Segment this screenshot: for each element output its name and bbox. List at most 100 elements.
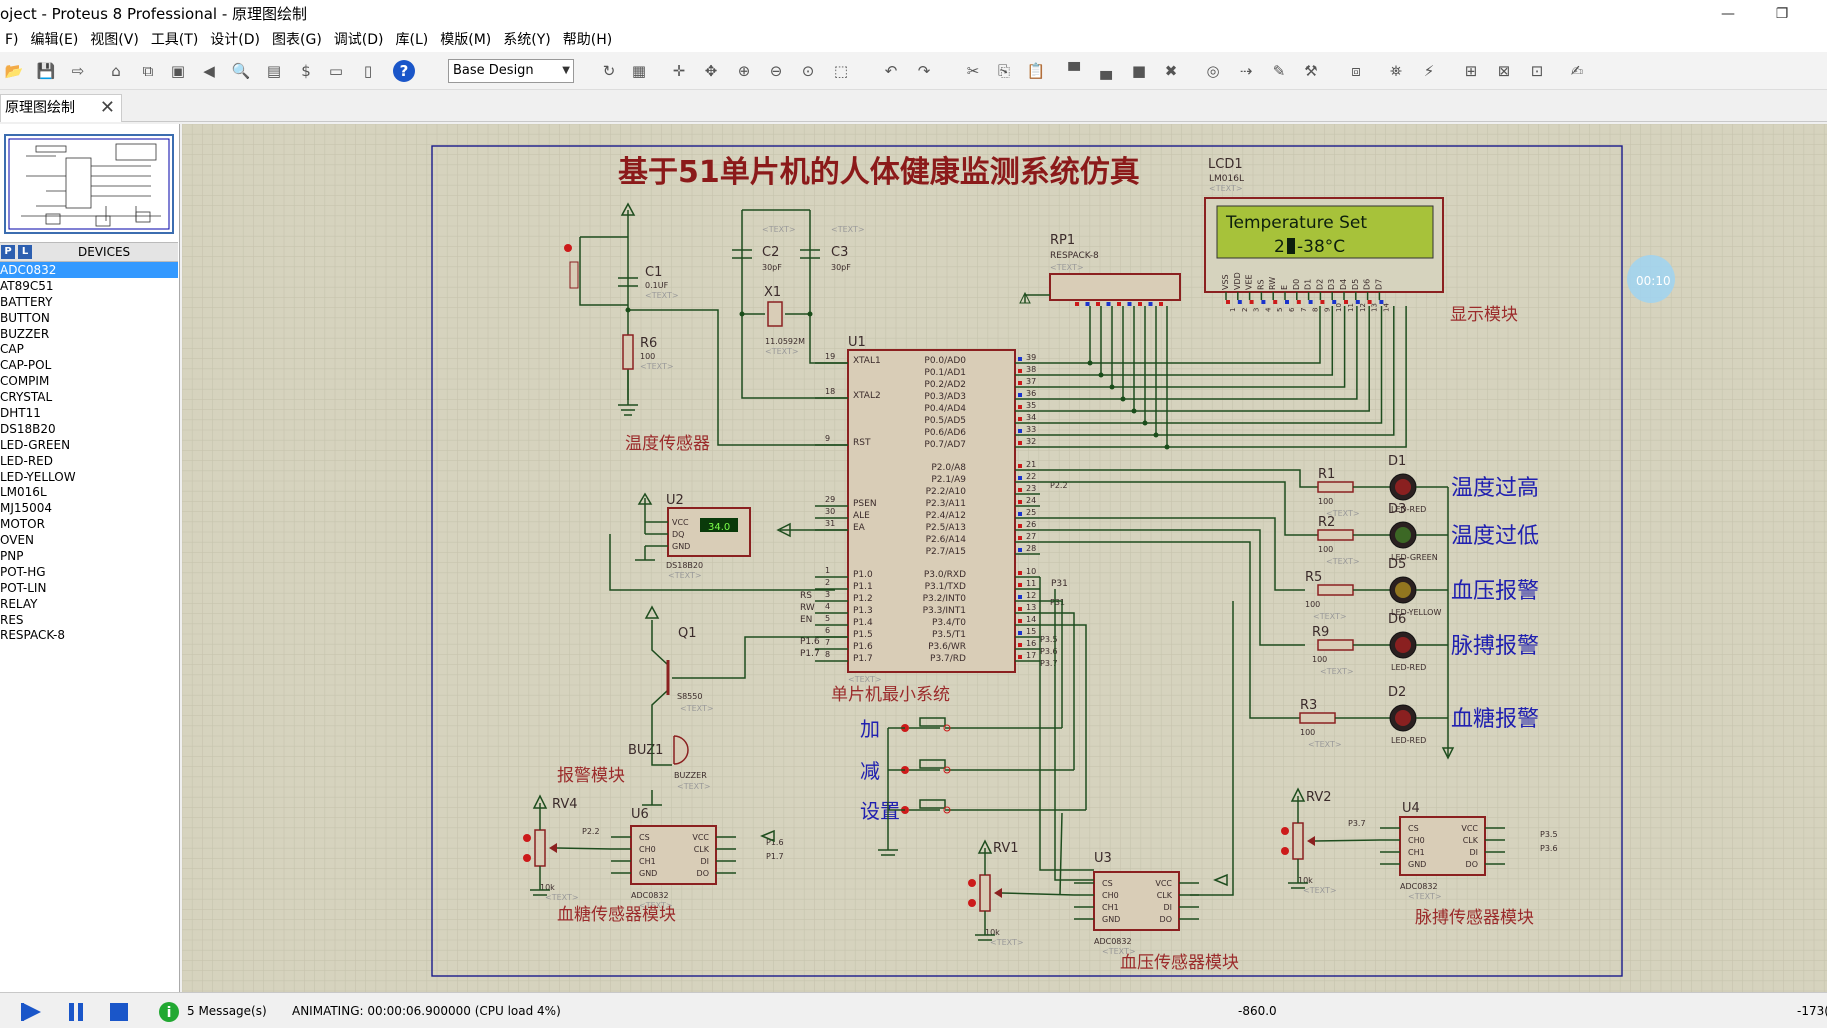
netlist-icon[interactable]: ⧉	[142, 62, 154, 80]
pick-devices-button[interactable]: P	[1, 245, 15, 259]
play-icon[interactable]	[20, 1002, 42, 1022]
pot-wiper[interactable]	[1307, 836, 1315, 846]
device-item[interactable]: RELAY	[0, 596, 38, 611]
refresh-icon[interactable]: ↻	[602, 62, 616, 80]
menu-item-9[interactable]: 系统(Y)	[503, 32, 551, 48]
binary-icon[interactable]: ▭	[328, 62, 344, 80]
help-icon[interactable]: ?	[393, 60, 415, 82]
zoom-out-icon[interactable]: ⊖	[769, 62, 783, 80]
block-rotate-icon[interactable]: ■	[1131, 62, 1147, 80]
menu-item-6[interactable]: 调试(D)	[333, 32, 384, 48]
stop-icon[interactable]	[108, 1002, 130, 1022]
info-icon[interactable]: i	[158, 1001, 180, 1023]
device-item[interactable]: BATTERY	[0, 294, 53, 309]
design-combo[interactable]: Base Design▼	[448, 59, 574, 83]
pot-wiper[interactable]	[549, 843, 557, 853]
mcu-pin-number: 8	[825, 650, 830, 659]
menu-item-4[interactable]: 设计(D)	[210, 32, 261, 48]
zoom-in-icon[interactable]: ⊕	[737, 62, 751, 80]
close-icon[interactable]: ✕	[99, 97, 115, 118]
exit-parent-icon[interactable]: ⊡	[1530, 62, 1544, 80]
import-icon[interactable]: ⇨	[71, 62, 85, 80]
device-item[interactable]: COMPIM	[0, 374, 50, 389]
redo-icon[interactable]: ↷	[917, 62, 931, 80]
make-device-icon[interactable]: ⇢	[1239, 62, 1253, 80]
origin-icon[interactable]: ✛	[672, 62, 686, 80]
zoom-area-icon[interactable]: ⬚	[833, 62, 849, 80]
tab-schematic[interactable]: 原理图绘制✕	[0, 94, 122, 122]
device-item[interactable]: CAP-POL	[0, 358, 52, 373]
device-item[interactable]: LED-GREEN	[0, 437, 71, 452]
block-move-icon[interactable]: ▄	[1100, 62, 1112, 80]
device-item[interactable]: POT-HG	[0, 564, 46, 579]
device-item[interactable]: BUZZER	[0, 326, 50, 341]
open-icon[interactable]: 📂	[4, 62, 24, 80]
property-icon[interactable]: ⚡	[1423, 62, 1435, 80]
copy-icon[interactable]: ⎘	[997, 62, 1010, 80]
device-item[interactable]: LED-YELLOW	[0, 469, 76, 484]
maximize-button[interactable]: ❐	[1775, 6, 1789, 22]
paste-icon[interactable]: 📋	[1026, 62, 1046, 80]
button-cap[interactable]	[919, 799, 946, 809]
menu-item-3[interactable]: 工具(T)	[150, 32, 199, 48]
device-item[interactable]: ADC0832	[0, 262, 178, 278]
device-item[interactable]: RES	[0, 612, 24, 627]
menu-item-5[interactable]: 图表(G)	[272, 32, 322, 48]
pause-icon[interactable]	[65, 1002, 87, 1022]
device-item[interactable]: AT89C51	[0, 278, 54, 293]
message-count[interactable]: 5 Message(s)	[187, 1004, 267, 1018]
device-item[interactable]: BUTTON	[0, 310, 50, 325]
timer-badge[interactable]	[1627, 255, 1675, 303]
pot-wiper[interactable]	[994, 888, 1002, 898]
decompose-icon[interactable]: ⚒	[1304, 62, 1318, 80]
doc-icon[interactable]: ▯	[363, 62, 373, 80]
block-copy-icon[interactable]: ▀	[1068, 62, 1080, 80]
undo-icon[interactable]: ↶	[884, 62, 898, 80]
zoom-search-icon[interactable]: 🔍	[231, 62, 251, 80]
minimize-button[interactable]: —	[1721, 6, 1735, 22]
search-icon[interactable]: ⛯	[1389, 62, 1402, 80]
block-delete-icon[interactable]: ✖	[1164, 62, 1178, 80]
menu-item-10[interactable]: 帮助(H)	[562, 32, 613, 48]
report-icon[interactable]: ✍	[1570, 62, 1584, 80]
remove-sheet-icon[interactable]: ⊠	[1497, 62, 1511, 80]
component-icon[interactable]: ▣	[170, 62, 186, 80]
wire-icon[interactable]: ⧈	[1351, 62, 1361, 80]
device-item[interactable]: PNP	[0, 549, 24, 564]
save-icon[interactable]: 💾	[36, 62, 56, 80]
new-sheet-icon[interactable]: ⊞	[1464, 62, 1478, 80]
button-cap[interactable]	[919, 717, 946, 727]
menu-item-8[interactable]: 模版(M)	[440, 32, 492, 48]
device-item[interactable]: RESPACK-8	[0, 628, 65, 643]
lcd-pin-number: 4	[1264, 307, 1272, 312]
menu-item-2[interactable]: 视图(V)	[90, 32, 139, 48]
back-icon[interactable]: ◀	[203, 62, 215, 80]
cut-icon[interactable]: ✂	[966, 62, 980, 80]
device-item[interactable]: MOTOR	[0, 517, 45, 532]
zoom-all-icon[interactable]: ⊙	[801, 62, 815, 80]
device-item[interactable]: LM016L	[0, 485, 47, 500]
pan-icon[interactable]: ✥	[704, 62, 718, 80]
package-icon[interactable]: ✎	[1272, 62, 1286, 80]
device-item[interactable]: OVEN	[0, 533, 35, 548]
device-item[interactable]: LED-RED	[0, 453, 53, 468]
menu-item-1[interactable]: 编辑(E)	[30, 32, 79, 48]
menu-item-7[interactable]: 库(L)	[395, 32, 429, 48]
device-item[interactable]: CRYSTAL	[0, 390, 53, 405]
button-cap[interactable]	[919, 759, 946, 769]
device-item[interactable]: DS18B20	[0, 421, 56, 436]
bom-icon[interactable]: ▤	[266, 62, 282, 80]
pick-icon[interactable]: ◎	[1206, 62, 1220, 80]
device-item[interactable]: POT-LIN	[0, 580, 47, 595]
cost-icon[interactable]: $	[301, 62, 311, 80]
grid-icon[interactable]: ▦	[631, 62, 647, 80]
menu-item-0[interactable]: F)	[5, 32, 19, 48]
device-item[interactable]: DHT11	[0, 406, 41, 421]
home-icon[interactable]: ⌂	[111, 62, 121, 80]
library-button[interactable]: L	[18, 245, 32, 259]
overview-preview[interactable]	[4, 134, 174, 234]
device-item[interactable]: MJ15004	[0, 501, 53, 516]
device-item[interactable]: CAP	[0, 342, 24, 357]
